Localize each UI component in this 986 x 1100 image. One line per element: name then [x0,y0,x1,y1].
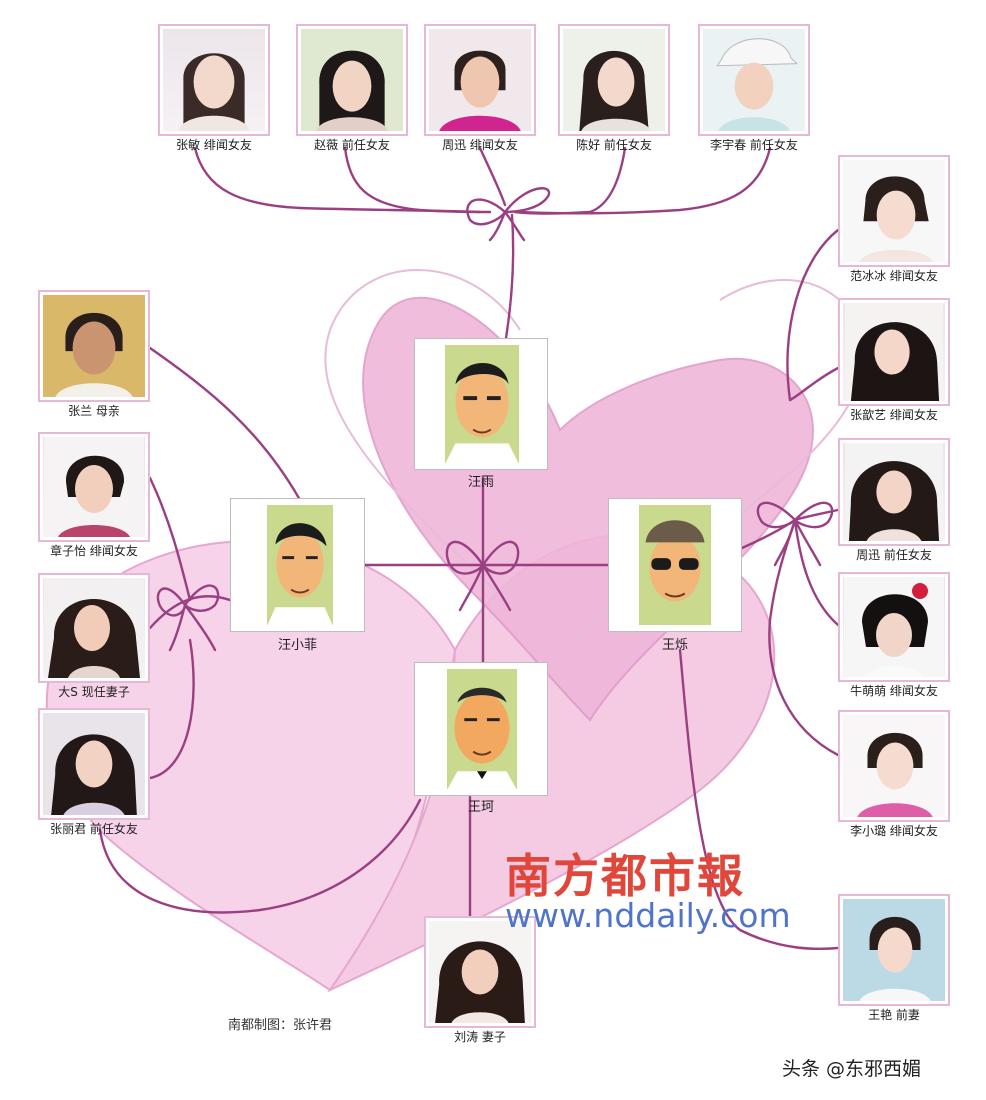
string-wang-yan [678,648,840,951]
center-card-right [608,498,742,632]
string-niu [793,518,840,627]
string-mother [148,346,302,502]
woman-portrait-icon [703,29,805,131]
man-portrait-icon [447,669,517,789]
caption-right-1: 范冰冰 绯闻女友 [850,269,938,283]
center-label-right: 王烁 [661,638,688,653]
photo-top-4 [558,24,670,136]
caption-left-3: 大S 现任妻子 [58,685,130,699]
center-label-top: 汪雨 [467,475,494,490]
woman-portrait-icon [843,899,945,1001]
bow-left [156,584,220,652]
caption-right-6: 王艳 前妻 [868,1008,920,1022]
string-zhang-ziyi [148,476,192,602]
photo-bottom [424,916,536,1028]
woman-portrait-icon [43,295,145,397]
photo-right-2 [838,298,950,406]
center-card-left [230,498,365,632]
woman-portrait-icon [429,921,531,1023]
caption-top-4: 陈好 前任女友 [576,138,652,152]
woman-portrait-icon [44,437,144,537]
center-label-left: 汪小菲 [277,638,317,653]
photo-right-5 [838,710,950,822]
caption-left-1: 张兰 母亲 [68,404,120,418]
man-portrait-icon [445,345,519,463]
man-portrait-icon [639,505,711,625]
photo-right-3 [838,438,950,546]
string-top-2 [343,146,492,214]
string-top-4 [513,146,627,215]
woman-portrait-icon [563,29,665,131]
caption-right-4: 牛萌萌 绯闻女友 [850,684,938,698]
photo-top-5 [698,24,810,136]
photo-right-6 [838,894,950,1006]
man-portrait-icon [267,505,333,625]
woman-portrait-icon [301,29,403,131]
photo-left-4 [38,708,150,820]
caption-top-2: 赵薇 前任女友 [314,138,390,152]
caption-top-5: 李宇春 前任女友 [710,138,798,152]
string-wang-shuo-right [740,518,797,550]
caption-right-2: 张歆艺 绯闻女友 [850,408,938,422]
photo-right-1 [838,155,950,267]
woman-portrait-icon [44,578,144,678]
string-top-1 [193,146,482,214]
string-top-5 [518,146,772,215]
woman-portrait-icon [178,53,250,131]
center-card-top [414,338,548,470]
string-li-xiaolu [768,518,840,757]
string-to-center-top [504,213,515,340]
bow-top [466,187,551,242]
photo-left-2 [38,432,150,542]
string-zhang-xinyi [788,366,840,402]
connection-strings [98,146,840,951]
center-card-bottom [414,662,548,796]
woman-portrait-icon [843,715,945,817]
string-bottom-left [98,798,422,914]
graphic-credit: 南都制图：张许君 [228,1018,333,1033]
caption-left-4: 张丽君 前任女友 [50,822,138,836]
woman-portrait-icon [845,443,943,541]
photo-left-3 [38,573,150,683]
website-url: www.nddaily.com [505,896,791,935]
photo-top-1 [158,24,270,136]
photo-top-2 [296,24,408,136]
caption-top-3: 周迅 绯闻女友 [442,138,518,152]
caption-top-1: 张敏 绯闻女友 [176,138,252,152]
caption-bottom: 刘涛 妻子 [454,1030,506,1044]
woman-portrait-icon [844,577,944,677]
caption-right-5: 李小璐 绯闻女友 [850,824,938,838]
caption-left-2: 章子怡 绯闻女友 [50,544,138,558]
woman-portrait-icon [43,713,145,815]
caption-right-3: 周迅 前任女友 [856,548,932,562]
bow-center [445,540,520,612]
center-label-bottom: 王珂 [467,800,494,815]
string-zhang-lijun [148,638,195,780]
string-top-3 [478,146,507,207]
string-fan [786,228,840,402]
watermark: 头条 @东邪西媚 [782,1058,922,1080]
newspaper-masthead: 南方都市報 [505,849,745,903]
photo-top-3 [424,24,536,136]
photo-left-1 [38,290,150,402]
photo-right-4 [838,572,950,682]
woman-portrait-icon [429,29,531,131]
woman-portrait-icon [845,303,943,401]
woman-portrait-icon [843,160,945,262]
